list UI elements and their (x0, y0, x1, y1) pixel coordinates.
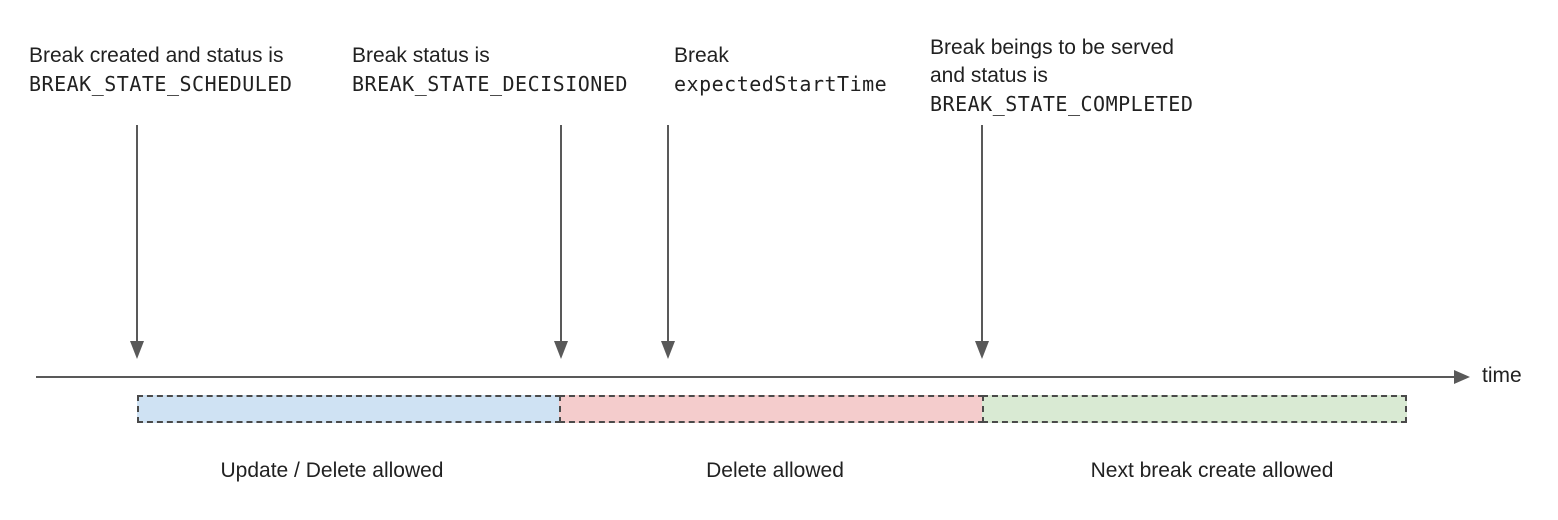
down-arrow-icon (554, 125, 568, 359)
annotation-text-line: and status is (930, 64, 1048, 87)
time-axis (36, 376, 1456, 378)
right-arrow-icon (1454, 370, 1470, 384)
arrow-head-icon (554, 341, 568, 359)
annotation-expected-start-time: Break expectedStartTime (674, 42, 887, 98)
annotation-text-line: Break (674, 44, 729, 67)
down-arrow-icon (661, 125, 675, 359)
annotation-break-scheduled: Break created and status is BREAK_STATE_… (29, 42, 292, 98)
phase-label-update-delete: Update / Delete allowed (220, 459, 444, 482)
segment-delete-allowed (559, 395, 984, 423)
down-arrow-icon (975, 125, 989, 359)
arrow-shaft (560, 125, 562, 342)
down-arrow-icon (130, 125, 144, 359)
annotation-code-line: BREAK_STATE_COMPLETED (930, 92, 1194, 116)
phase-label-delete: Delete allowed (706, 459, 844, 482)
annotation-code-line: expectedStartTime (674, 72, 888, 96)
annotation-text-line: Break created and status is (29, 44, 284, 67)
arrow-shaft (981, 125, 983, 342)
phase-label-next-break-create: Next break create allowed (1090, 459, 1334, 482)
arrow-head-icon (661, 341, 675, 359)
annotation-code-line: BREAK_STATE_DECISIONED (352, 72, 628, 96)
arrow-head-icon (130, 341, 144, 359)
annotation-code-line: BREAK_STATE_SCHEDULED (29, 72, 293, 96)
annotation-break-decisioned: Break status is BREAK_STATE_DECISIONED (352, 42, 628, 98)
arrow-shaft (667, 125, 669, 342)
arrow-head-icon (975, 341, 989, 359)
annotation-text-line: Break beings to be served (930, 36, 1174, 59)
time-axis-label: time (1482, 364, 1522, 387)
annotation-text-line: Break status is (352, 44, 490, 67)
segment-next-break-create-allowed (982, 395, 1407, 423)
segment-update-delete-allowed (137, 395, 561, 423)
annotation-break-completed: Break beings to be served and status is … (930, 34, 1193, 118)
arrow-shaft (136, 125, 138, 342)
